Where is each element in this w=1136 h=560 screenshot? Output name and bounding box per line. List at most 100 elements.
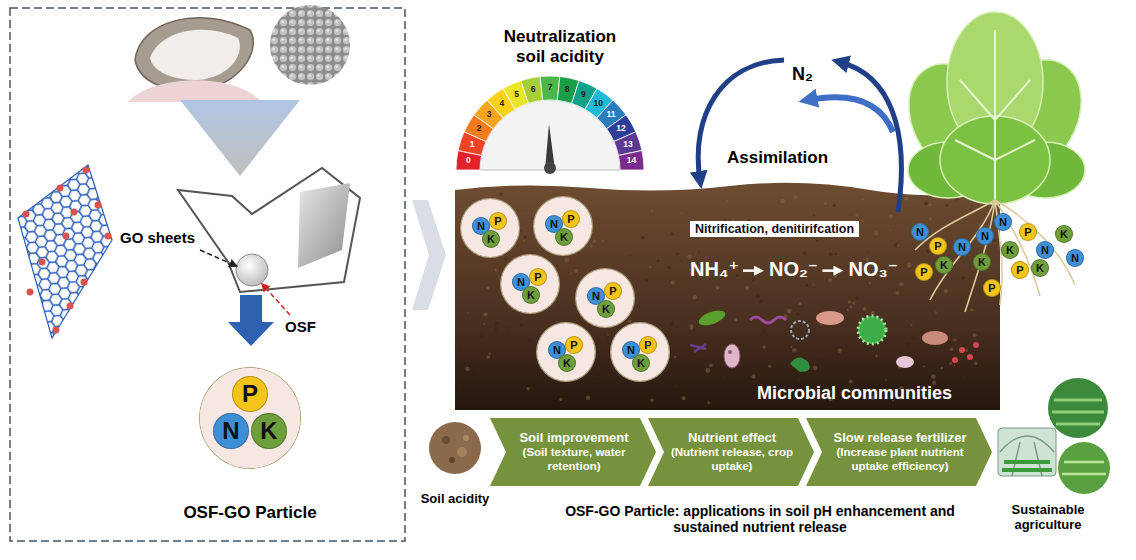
section-title: Neutralization soil acidity — [490, 27, 630, 66]
soil-grain — [969, 201, 971, 203]
nutrient-letter: N — [627, 344, 635, 356]
nutrient-letter: N — [999, 216, 1007, 228]
soil-grain — [528, 338, 532, 342]
step-heading: Slow release fertilizer — [834, 430, 967, 446]
microbes — [690, 308, 979, 372]
region-label: Microbial communities — [757, 383, 952, 404]
nutrient-circle: K — [555, 228, 573, 246]
soil-grain — [796, 313, 799, 316]
soil-grain — [889, 214, 894, 219]
nutrient-letter: P — [242, 380, 258, 407]
soil-grain — [828, 278, 832, 282]
soil-grain — [602, 240, 604, 242]
soil-grain — [570, 272, 572, 274]
nutrient-letter: K — [940, 259, 948, 271]
step-heading: Soil improvement — [519, 430, 628, 446]
soil-grain — [907, 263, 912, 268]
soil-grain — [895, 291, 899, 295]
soil-grain — [572, 396, 574, 398]
soil-grain — [835, 348, 838, 351]
panel-border — [10, 8, 405, 541]
soil-grain — [494, 327, 497, 330]
soil-grain — [899, 282, 903, 286]
nutrient-letter: N — [1071, 252, 1079, 264]
scale-number: 3 — [487, 110, 492, 120]
nutrient-letter: P — [567, 213, 574, 225]
ph-gauge — [456, 76, 644, 174]
process-box: Nitrification, denitirifcation — [690, 221, 859, 237]
nutrient-circle: P — [529, 268, 547, 286]
soil-grain — [574, 269, 578, 273]
nutrient-ion: P — [983, 279, 1001, 297]
soil-grain — [962, 276, 966, 280]
soil-grain — [751, 374, 755, 378]
soil-grain — [628, 320, 631, 323]
soil-grain — [593, 240, 596, 243]
nutrient-ion: N — [911, 223, 929, 241]
nutrient-ion: P — [1011, 261, 1029, 279]
soil-grain — [946, 204, 949, 207]
soil-grain — [676, 327, 677, 328]
soil-grain — [681, 260, 682, 261]
soil-grain — [629, 255, 630, 256]
scale-number: 2 — [477, 124, 482, 134]
nutrient-letter: P — [534, 271, 541, 283]
soil-grain — [689, 324, 693, 328]
soil-grain — [591, 374, 595, 378]
soil-grain — [495, 269, 498, 272]
soil-grain — [974, 362, 978, 366]
soil-grain — [861, 198, 863, 200]
soil-grain — [799, 302, 802, 305]
photo-label: Sustainable agriculture — [993, 503, 1103, 533]
nutrient-ion: N — [953, 238, 971, 256]
fertilizer-particle: NPK — [537, 323, 595, 381]
soil-grain — [466, 367, 470, 371]
soil-grain — [885, 379, 887, 381]
soil-grain — [762, 329, 766, 333]
scale-number: 8 — [565, 85, 570, 95]
oyster-shell-plate — [178, 168, 360, 292]
granules — [270, 5, 350, 85]
greenhouse-photos — [998, 378, 1110, 494]
formula-label: NO₃⁻ — [848, 258, 898, 281]
soil-grain — [834, 253, 837, 256]
soil-grain — [706, 368, 711, 373]
nutrient-circle: K — [558, 354, 576, 372]
soil-grain — [954, 364, 956, 366]
soil-grain — [932, 277, 934, 279]
soil-grain — [508, 327, 511, 330]
scale-number: 0 — [466, 157, 471, 167]
soil-grain — [894, 243, 898, 247]
part-label: GO sheets — [120, 229, 195, 246]
soil-grain — [813, 284, 814, 285]
soil-grain — [824, 376, 826, 378]
merge-funnel — [180, 100, 300, 176]
nutrient-letter: N — [916, 226, 924, 238]
nutrient-circle: P — [562, 210, 580, 228]
soil-grain — [970, 308, 973, 311]
soil-grain — [722, 376, 726, 380]
scale-number: 12 — [616, 124, 625, 134]
soil-grain — [904, 196, 908, 200]
soil-grain — [671, 281, 675, 285]
soil-grain — [929, 204, 931, 206]
soil-grain — [645, 279, 648, 282]
process-label: Assimilation — [727, 148, 828, 168]
panel-arrow — [412, 200, 446, 310]
nutrient-letter: P — [988, 282, 995, 294]
soil-grain — [816, 240, 818, 242]
chevron-fill — [806, 418, 992, 486]
soil-grain — [920, 330, 925, 335]
soil-grain — [837, 348, 842, 353]
nutrient-circle: K — [632, 354, 650, 372]
nutrient-letter: N — [981, 230, 989, 242]
soil-grain — [906, 342, 910, 346]
nutrient-circle: K — [522, 286, 540, 304]
nutrient-letter: N — [477, 220, 485, 232]
soil-grain — [916, 307, 917, 308]
nutrient-letter: N — [222, 417, 239, 444]
cycle-arrow — [840, 62, 901, 212]
soil-grain — [606, 336, 609, 339]
soil-grain — [762, 345, 766, 349]
soil-grain — [495, 321, 499, 325]
